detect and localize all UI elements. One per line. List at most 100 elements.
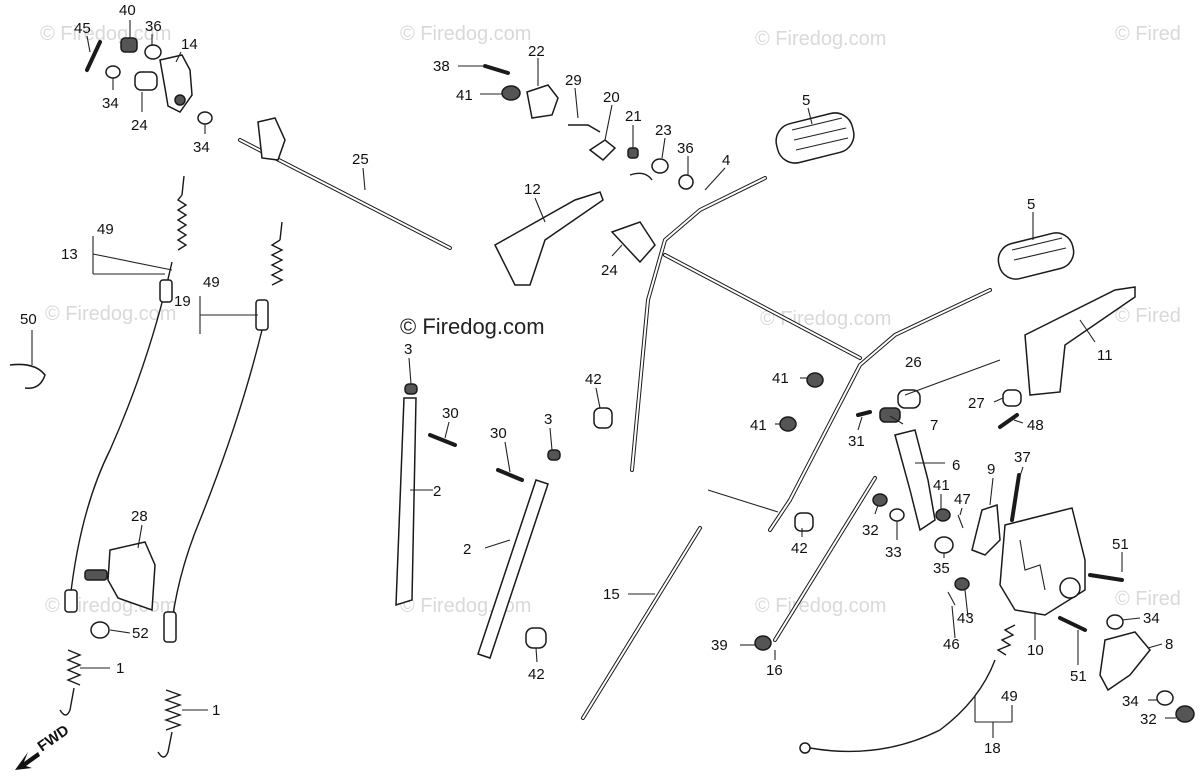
tube-2 — [477, 479, 549, 659]
watermark: © Fired — [1115, 588, 1181, 610]
callout-label: 19 — [174, 293, 191, 310]
callout-label: 15 — [603, 586, 620, 603]
collar-part — [593, 407, 613, 429]
callout-label: 42 — [791, 540, 808, 557]
callout-label: 9 — [987, 461, 995, 478]
watermark: © Firedog.com — [760, 308, 891, 330]
spring-1 — [157, 689, 183, 758]
cable-end — [64, 589, 78, 613]
washer-part — [1156, 690, 1174, 706]
spring-1 — [59, 649, 82, 716]
washer-part — [105, 65, 121, 79]
bolt-part — [428, 433, 457, 447]
callout-label: 5 — [802, 92, 810, 109]
callout-label: 23 — [655, 122, 672, 139]
copyright-watermark: © Firedog.com — [400, 314, 545, 339]
callout-label: 10 — [1027, 642, 1044, 659]
callout-label: 45 — [74, 20, 91, 37]
fwd-arrow: FWD — [15, 722, 72, 770]
bolt-part — [496, 468, 524, 482]
callout-label: 33 — [885, 544, 902, 561]
bolt-part — [483, 64, 510, 75]
callout-label: 31 — [848, 433, 865, 450]
lever-12 — [494, 191, 604, 286]
callout-label: 46 — [943, 636, 960, 653]
callout-label: 32 — [1140, 711, 1157, 728]
cable-19 — [169, 221, 284, 641]
spring-clip — [629, 172, 653, 181]
callout-label: 51 — [1112, 536, 1129, 553]
collar-part — [134, 71, 158, 91]
callout-label: 36 — [677, 140, 694, 157]
watermark: © Fired — [1115, 23, 1181, 45]
callout-label: 8 — [1165, 636, 1173, 653]
bracket-part — [526, 84, 559, 119]
nut-part — [1175, 705, 1195, 723]
callout-label: 42 — [528, 666, 545, 683]
handlebar-4 — [610, 176, 992, 532]
pin-part — [85, 40, 102, 72]
washer-part — [144, 44, 162, 60]
fwd-label: FWD — [35, 722, 73, 756]
grip-part — [775, 112, 855, 164]
callout-label: 1 — [116, 660, 124, 677]
callout-label: 35 — [933, 560, 950, 577]
callout-label: 27 — [968, 395, 985, 412]
callout-label: 52 — [132, 625, 149, 642]
collar-part — [794, 512, 814, 532]
washer-part — [1106, 614, 1124, 630]
cap-part — [547, 449, 561, 461]
tube-2 — [395, 397, 417, 607]
cover-10 — [999, 507, 1086, 616]
callout-label: 34 — [1122, 693, 1139, 710]
clip-part — [588, 139, 617, 161]
pin-part — [998, 413, 1019, 429]
callout-label: 4 — [722, 152, 730, 169]
callout-label: 5 — [1027, 196, 1035, 213]
callout-label: 47 — [954, 491, 971, 508]
plate-28 — [107, 541, 156, 612]
bracket-hole — [174, 94, 186, 106]
bushing-part — [1002, 389, 1022, 407]
callout-label: 21 — [625, 108, 642, 125]
watermark: © Firedog.com — [400, 23, 531, 45]
nut-part — [806, 372, 824, 388]
washer-part — [889, 508, 905, 522]
bolt-part — [1010, 473, 1021, 522]
bracket-part — [84, 569, 108, 581]
callout-label: 24 — [601, 262, 618, 279]
callout-labels: 45 40 36 14 34 24 34 38 22 41 29 20 21 2… — [20, 2, 1173, 757]
callout-label: 37 — [1014, 449, 1031, 466]
cable-13 — [69, 175, 188, 601]
cap-part — [120, 37, 138, 53]
callout-label: 29 — [565, 72, 582, 89]
nut-part — [501, 85, 521, 101]
callout-label: 48 — [1027, 417, 1044, 434]
callout-label: 22 — [528, 43, 545, 60]
lever-9 — [971, 503, 1001, 556]
bolt-part — [856, 410, 872, 417]
callout-label: 49 — [1001, 688, 1018, 705]
nut-part — [935, 508, 951, 522]
washer-part — [934, 536, 954, 554]
callout-label: 40 — [119, 2, 136, 19]
callout-label: 34 — [193, 139, 210, 156]
grip-part — [997, 232, 1075, 280]
callout-label: 49 — [203, 274, 220, 291]
nut-part — [954, 577, 970, 591]
callout-label: 20 — [603, 89, 620, 106]
clip-part — [9, 363, 46, 389]
callout-label: 24 — [131, 117, 148, 134]
callout-label: 13 — [61, 246, 78, 263]
cable-18 — [799, 624, 1016, 754]
callout-label: 41 — [772, 370, 789, 387]
callout-label: 16 — [766, 662, 783, 679]
callout-label: 50 — [20, 311, 37, 328]
callout-label: 51 — [1070, 668, 1087, 685]
bolt-part — [1088, 573, 1124, 582]
callout-label: 18 — [984, 740, 1001, 757]
bracket-8 — [1099, 631, 1151, 692]
callout-label: 7 — [930, 417, 938, 434]
callout-label: 2 — [433, 483, 441, 500]
